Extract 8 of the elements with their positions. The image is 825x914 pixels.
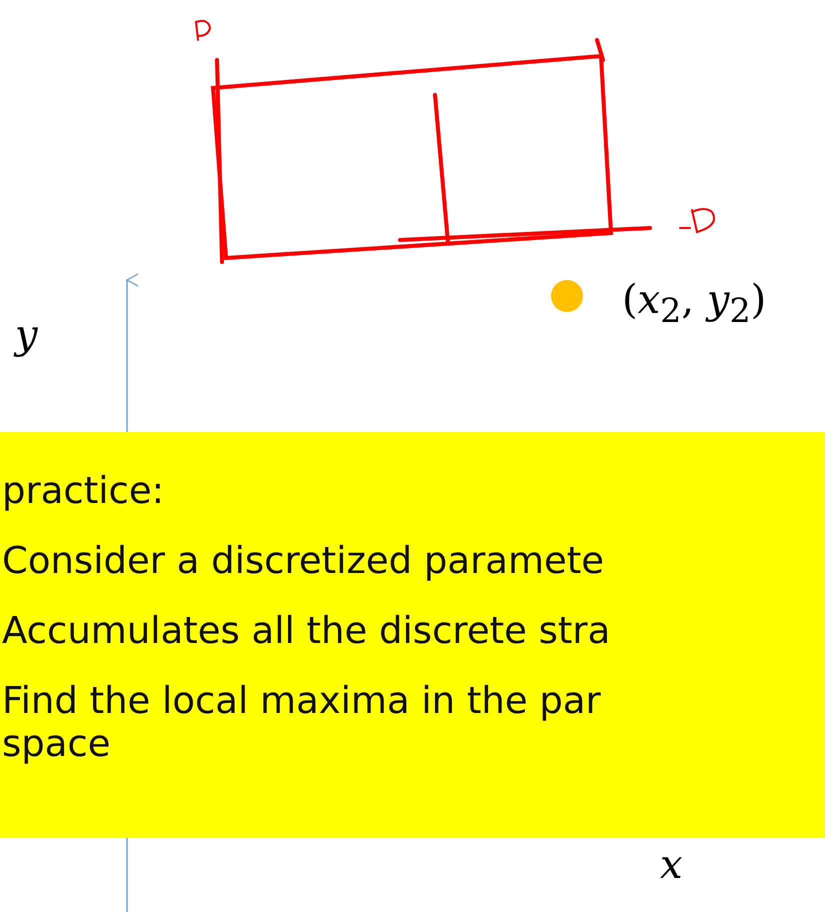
point-label: (x$_{2}$, y$_{2}$) <box>622 280 766 328</box>
note-text: Consider a discretized paramete <box>2 540 604 583</box>
note-text: practice: <box>2 470 164 513</box>
note-panel <box>0 432 825 838</box>
axis-label: x <box>660 845 683 885</box>
axis-label: y <box>15 315 38 355</box>
note-text: Accumulates all the discrete stra <box>2 610 610 653</box>
note-text: Find the local maxima in the par space <box>2 680 602 766</box>
